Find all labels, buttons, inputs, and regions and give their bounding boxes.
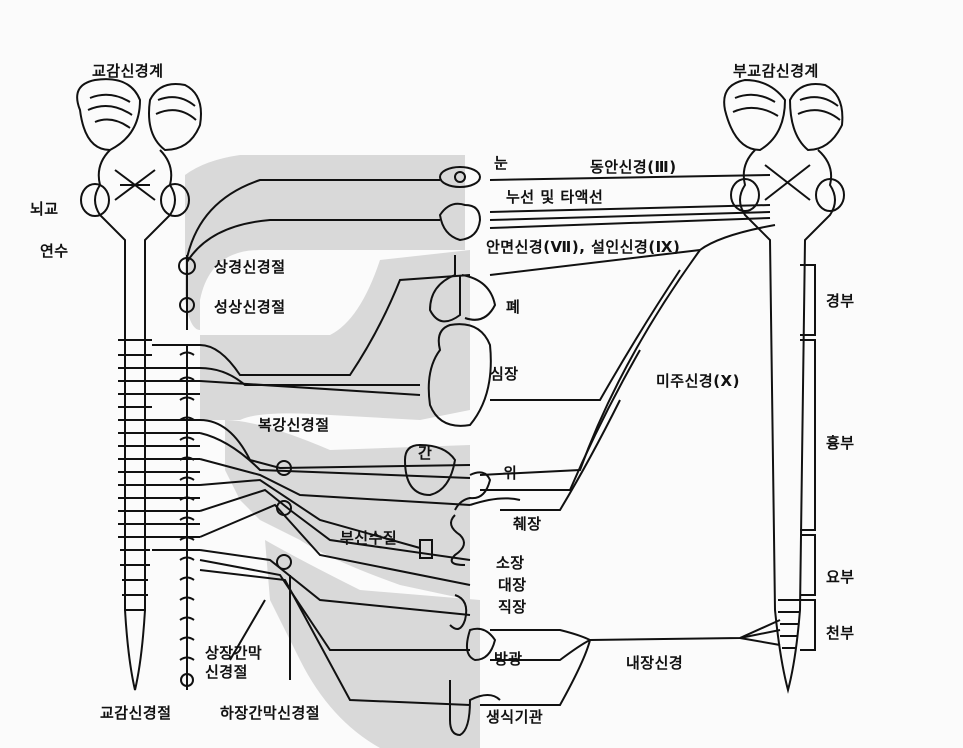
label-lumbar: 요부 bbox=[826, 568, 855, 586]
label-rectum: 직장 bbox=[498, 598, 527, 616]
label-liver: 간 bbox=[418, 444, 433, 462]
label-sympathetic-ganglia: 교감신경절 bbox=[100, 704, 172, 722]
left-system-title: 교감신경계 bbox=[92, 62, 164, 80]
label-celiac-ganglion: 복강신경절 bbox=[258, 416, 330, 434]
label-adrenal-medulla: 부신수질 bbox=[340, 529, 398, 547]
label-stomach: 위 bbox=[503, 464, 518, 482]
outlines bbox=[76, 78, 845, 737]
label-vagus-nerve: 미주신경(Ⅹ) bbox=[656, 372, 740, 390]
label-lacrimal-salivary: 누선 및 타액선 bbox=[506, 188, 604, 206]
label-pons: 뇌교 bbox=[30, 200, 59, 218]
label-oculomotor-nerve: 동안신경(Ⅲ) bbox=[590, 158, 677, 176]
label-stellate-ganglion: 성상신경절 bbox=[214, 298, 286, 316]
right-system-title: 부교감신경계 bbox=[733, 62, 819, 80]
label-eye: 눈 bbox=[494, 154, 509, 172]
label-sacral: 천부 bbox=[826, 624, 855, 642]
label-medulla: 연수 bbox=[40, 242, 69, 260]
label-inferior-mesenteric-ganglion: 하장간막신경절 bbox=[220, 704, 321, 722]
label-small-intestine: 소장 bbox=[496, 554, 525, 572]
label-superior-cervical-ganglion: 상경신경절 bbox=[214, 258, 286, 276]
label-superior-mesenteric-ganglion: 상장간막 신경절 bbox=[205, 644, 263, 681]
label-bladder: 방광 bbox=[494, 650, 523, 668]
label-pancreas: 췌장 bbox=[513, 515, 542, 533]
label-genitals: 생식기관 bbox=[486, 708, 544, 726]
label-splanchnic-nerve: 내장신경 bbox=[626, 654, 684, 672]
label-cervical: 경부 bbox=[826, 292, 855, 310]
label-heart: 심장 bbox=[490, 365, 519, 383]
label-large-intestine: 대장 bbox=[498, 576, 527, 594]
label-thoracic: 흉부 bbox=[826, 434, 855, 452]
label-facial-glossopharyngeal: 안면신경(Ⅶ), 설인신경(Ⅸ) bbox=[486, 238, 681, 256]
label-lung: 폐 bbox=[506, 298, 521, 316]
